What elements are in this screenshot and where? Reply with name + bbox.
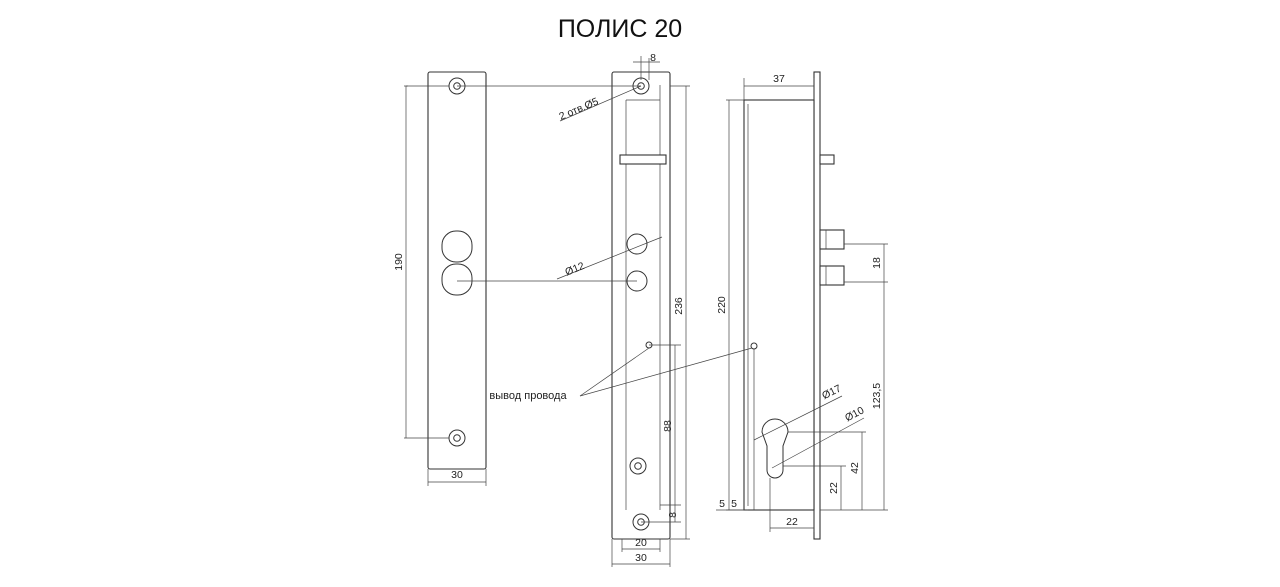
note-cyl-d17: Ø17 — [820, 382, 843, 402]
middle-lock-face-view: 8 2 отв.Ø5 Ø12 236 88 8 20 30 — [556, 52, 690, 567]
dim-30-left: 30 — [451, 469, 463, 481]
front-plate-cylinder-hole-upper — [441, 230, 473, 263]
dim-220: 220 — [716, 296, 728, 314]
latch-slot — [619, 154, 667, 165]
dim-8-bottom: 8 — [667, 512, 679, 518]
face-lower-screw-hole-inner — [634, 462, 642, 470]
side-latch — [819, 154, 835, 165]
side-bolt-lower — [819, 265, 845, 286]
dim-20-mid: 20 — [635, 537, 647, 549]
dim-37: 37 — [773, 73, 785, 85]
dim-236: 236 — [673, 297, 685, 315]
dim-5-b: 5 — [731, 498, 737, 510]
side-bolt-upper — [819, 229, 845, 250]
dim-30-mid: 30 — [635, 552, 647, 564]
dim-5-a: 5 — [719, 498, 725, 510]
front-plate-cylinder-hole-lower — [441, 263, 473, 296]
drawing-title: ПОЛИС 20 — [558, 15, 682, 43]
dim-88: 88 — [662, 420, 674, 432]
dim-18: 18 — [871, 257, 883, 269]
side-faceplate — [813, 71, 821, 540]
front-plate-bottom-screw-hole-inner — [453, 434, 461, 442]
note-cylinder-d12: Ø12 — [563, 260, 586, 279]
note-wire-outlet: вывод провода — [489, 390, 567, 402]
dim-42: 42 — [849, 462, 861, 474]
left-front-plate-view: 190 30 — [393, 71, 487, 486]
note-screw-holes-d5: 2 отв.Ø5 — [557, 96, 600, 123]
dim-123-5: 123,5 — [871, 383, 883, 409]
dim-190: 190 — [393, 253, 405, 271]
dim-22-horizontal: 22 — [786, 516, 798, 528]
dim-22-vertical: 22 — [828, 482, 840, 494]
right-side-profile-view: 37 220 18 123,5 Ø17 Ø10 42 22 22 — [716, 71, 888, 540]
dim-8-top: 8 — [650, 52, 656, 64]
note-cyl-d10: Ø10 — [843, 404, 866, 424]
